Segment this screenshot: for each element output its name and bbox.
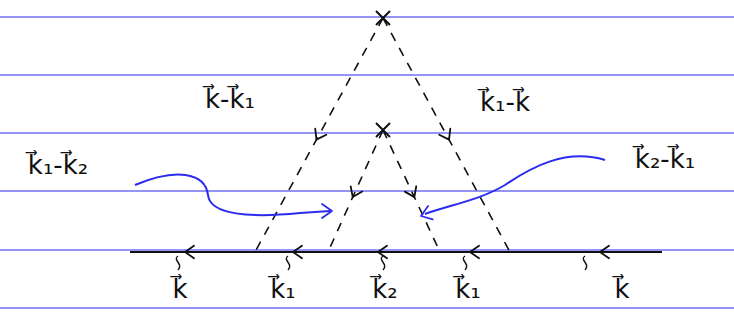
ruled-line (0, 250, 734, 251)
phonon-line (383, 18, 510, 252)
fermion-line (130, 251, 662, 253)
tick-mark (176, 256, 179, 270)
ruled-line (0, 17, 734, 18)
impurity-cross (376, 11, 390, 25)
phonon-arrow (351, 186, 362, 197)
tick-mark (463, 256, 466, 270)
tick-mark (583, 256, 586, 270)
impurity-cross (376, 123, 390, 137)
tick-mark (381, 256, 384, 270)
leader-arrowhead (322, 204, 332, 218)
phonon-line (383, 130, 440, 252)
fermion-arrow (293, 246, 302, 259)
momentum-label: k⃗₁ (267, 274, 298, 305)
ruled-line (0, 133, 734, 134)
phonon-arrow (315, 129, 326, 140)
fermion-arrow (185, 246, 194, 259)
fermion-arrow (600, 246, 609, 259)
momentum-label: k⃗₁-k⃗₂ (25, 150, 91, 181)
momentum-label: k⃗₁-k⃗ (477, 87, 533, 118)
phonon-line (328, 130, 383, 252)
momentum-label: k⃗ (611, 274, 632, 305)
momentum-label: k⃗₂-k⃗₁ (632, 144, 698, 175)
tick-mark (286, 256, 289, 270)
leader-arrow (425, 156, 605, 214)
momentum-label: k⃗₂ (369, 274, 400, 305)
momentum-label: k⃗-k⃗₁ (202, 84, 258, 115)
momentum-label: k⃗ (169, 274, 190, 305)
phonon-arrow (439, 129, 450, 140)
ruled-line (0, 308, 734, 309)
momentum-label: k⃗₁ (452, 274, 483, 305)
ruled-line (0, 191, 734, 192)
leader-arrowhead (421, 206, 433, 219)
phonon-arrow (405, 186, 416, 197)
ruled-line (0, 75, 734, 76)
phonon-line (255, 18, 383, 252)
fermion-arrow (470, 246, 479, 259)
leader-arrow (135, 175, 330, 216)
